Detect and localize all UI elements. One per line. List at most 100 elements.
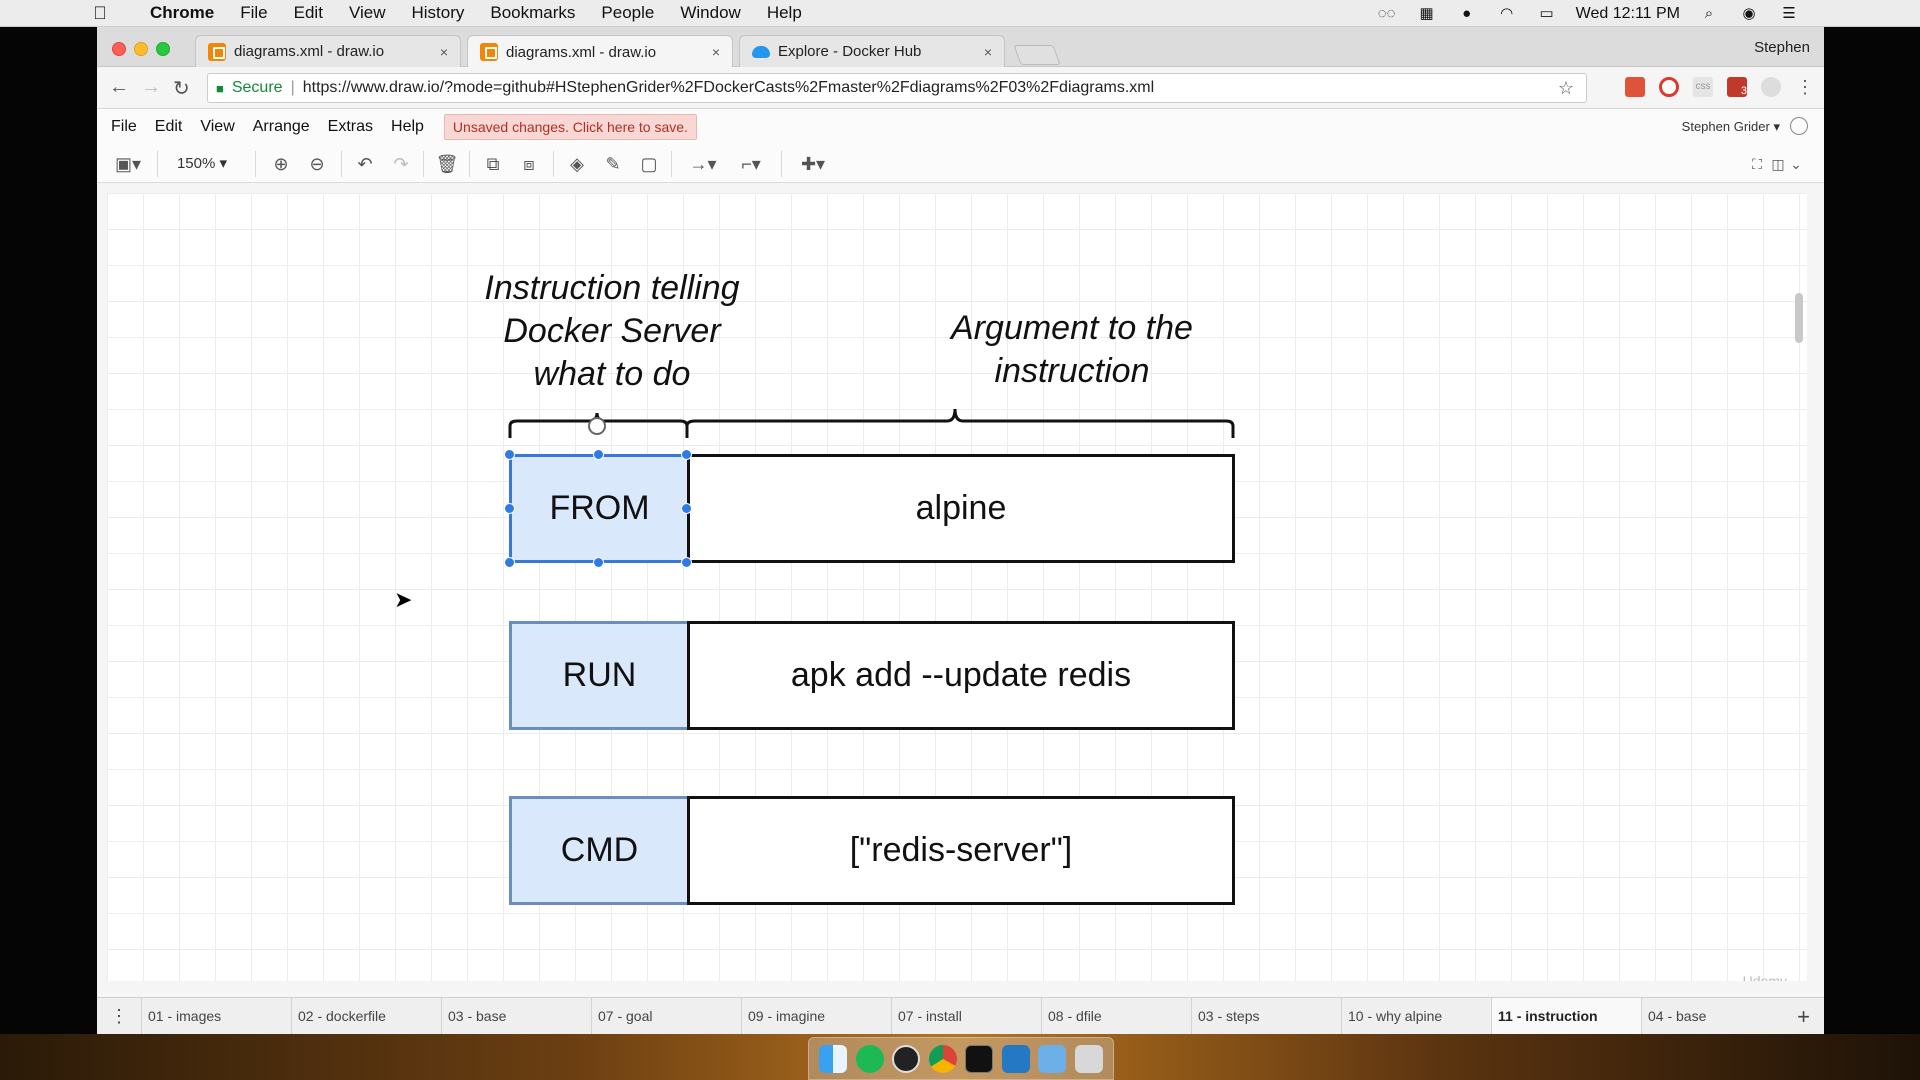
menu-people[interactable]: People [601,3,655,22]
page-tab[interactable]: 04 - base [1641,997,1791,1035]
glasses-icon[interactable]: ◌◌ [1377,4,1396,22]
drawio-menu-view[interactable]: View [200,118,235,135]
zoom-out-icon[interactable]: ⊖ [309,154,325,174]
browser-tab-3[interactable]: Explore - Docker Hub × [739,35,1005,67]
resize-handle[interactable] [681,557,692,568]
trash-icon[interactable] [1074,1044,1103,1073]
profile-name[interactable]: Stephen [1754,39,1810,56]
close-tab-icon[interactable]: × [711,44,720,60]
menu-view[interactable]: View [348,3,386,22]
siri-icon[interactable]: ◉ [1742,4,1756,22]
language-globe-icon[interactable] [1790,117,1808,135]
terminal-icon[interactable] [965,1044,994,1073]
chrome-menu-icon[interactable]: ⋮ [1796,77,1814,97]
split-panel-icon[interactable]: ◫ [1771,156,1785,172]
spotify-icon[interactable] [855,1044,884,1073]
obs-icon[interactable]: ● [1462,4,1472,22]
connection-style-icon[interactable]: →▾ [689,154,717,174]
browser-tab-1[interactable]: diagrams.xml - draw.io × [195,35,461,67]
format-panel-toggle-icon[interactable]: ▣▾ [114,154,142,174]
resize-handle[interactable] [504,557,515,568]
forward-button[interactable]: → [141,76,161,98]
argument-cell-alpine[interactable]: alpine [687,454,1235,563]
waypoints-icon[interactable]: ⌐▾ [741,154,761,174]
drawio-menu-help[interactable]: Help [391,118,424,135]
close-tab-icon[interactable]: × [439,43,448,60]
argument-cell-apk-add[interactable]: apk add --update redis [687,621,1235,730]
rotate-handle-icon[interactable] [588,417,606,435]
resize-handle[interactable] [681,449,692,460]
instruction-cell-cmd[interactable]: CMD [509,796,690,905]
diagram-canvas[interactable]: Instruction telling Docker Server what t… [107,193,1807,981]
to-back-icon[interactable]: ⧈ [523,154,535,174]
drawio-menu-edit[interactable]: Edit [154,118,183,135]
page-tab[interactable]: 03 - steps [1191,997,1341,1035]
shadow-icon[interactable]: ▢ [640,154,658,174]
page-tab[interactable]: 02 - dockerfile [291,997,441,1035]
finder-icon[interactable] [819,1044,848,1073]
extension-red-icon[interactable] [1625,77,1645,97]
instruction-cell-from[interactable]: FROM [509,454,690,563]
close-tab-icon[interactable]: × [983,43,992,60]
zoom-in-icon[interactable]: ⊕ [273,154,289,174]
resize-handle[interactable] [593,557,604,568]
page-tab[interactable]: 10 - why alpine [1341,997,1491,1035]
redo-icon[interactable]: ↷ [393,154,409,174]
battery-icon[interactable]: ▭ [1539,4,1554,22]
obs-dock-icon[interactable] [892,1044,921,1073]
instruction-cell-run[interactable]: RUN [509,621,690,730]
menu-help[interactable]: Help [766,3,802,22]
curly-braces[interactable] [107,193,1807,981]
menu-file[interactable]: File [240,3,268,22]
close-window-button[interactable] [112,42,126,56]
argument-cell-redis-server[interactable]: ["redis-server"] [687,796,1235,905]
page-tab[interactable]: 07 - install [891,997,1041,1035]
fullscreen-window-button[interactable] [156,42,170,56]
line-color-icon[interactable]: ✎ [605,154,621,174]
docker-status-icon[interactable]: ▦ [1419,4,1434,22]
vertical-scrollbar[interactable] [1795,293,1803,343]
apple-menu-icon[interactable]:  [0,3,130,24]
browser-tab-2-active[interactable]: diagrams.xml - draw.io × [467,35,733,68]
spotlight-icon[interactable]: ⌕ [1704,4,1714,22]
drawio-menu-extras[interactable]: Extras [327,118,374,135]
delete-icon[interactable]: 🗑 [435,154,459,174]
css-extension-icon[interactable]: css [1693,77,1713,97]
fill-color-icon[interactable]: ◈ [570,154,584,174]
drawio-menu-arrange[interactable]: Arrange [252,118,310,135]
undo-icon[interactable]: ↶ [357,154,373,174]
bookmark-star-icon[interactable]: ☆ [1557,78,1574,98]
page-tab[interactable]: 03 - base [441,997,591,1035]
page-tab[interactable]: 09 - imagine [741,997,891,1035]
pages-menu-icon[interactable]: ⋮ [110,1005,128,1026]
extension-gray-icon[interactable] [1761,77,1781,97]
vscode-icon[interactable] [1001,1044,1030,1073]
unsaved-changes-button[interactable]: Unsaved changes. Click here to save. [443,114,697,140]
zoom-level-select[interactable]: 150% ▾ [167,153,237,175]
page-tab[interactable]: 07 - goal [591,997,741,1035]
argument-description-label[interactable]: Argument to the instruction [951,309,1193,390]
resize-handle[interactable] [593,449,604,460]
collapse-toolbar-icon[interactable]: ⌄ [1790,156,1802,172]
menu-history[interactable]: History [411,3,465,22]
app-menu-chrome[interactable]: Chrome [150,3,215,22]
page-tab[interactable]: 01 - images [141,997,291,1035]
argument-brace[interactable] [685,408,1235,438]
page-tab[interactable]: 08 - dfile [1041,997,1191,1035]
to-front-icon[interactable]: ⧉ [486,154,500,174]
page-tab-active[interactable]: 11 - instruction [1491,997,1641,1035]
new-tab-button[interactable] [1013,45,1061,65]
add-page-icon[interactable]: + [1797,1004,1810,1029]
instruction-description-label[interactable]: Instruction telling Docker Server what t… [484,269,740,393]
chrome-icon[interactable] [928,1044,957,1073]
back-button[interactable]: ← [109,76,129,98]
instruction-brace[interactable] [508,412,689,438]
ublock-icon[interactable]: 3 [1727,77,1747,97]
clock[interactable]: Wed 12:11 PM [1575,4,1680,22]
notification-center-icon[interactable]: ☰ [1782,4,1796,22]
account-menu[interactable]: Stephen Grider ▾ [1682,119,1780,135]
fullscreen-icon[interactable]: ⛶ [1752,156,1762,172]
drawio-menu-file[interactable]: File [111,118,137,135]
url-input[interactable]: ■ Secure | https://www.draw.io/?mode=git… [207,73,1587,103]
resize-handle[interactable] [504,449,515,460]
